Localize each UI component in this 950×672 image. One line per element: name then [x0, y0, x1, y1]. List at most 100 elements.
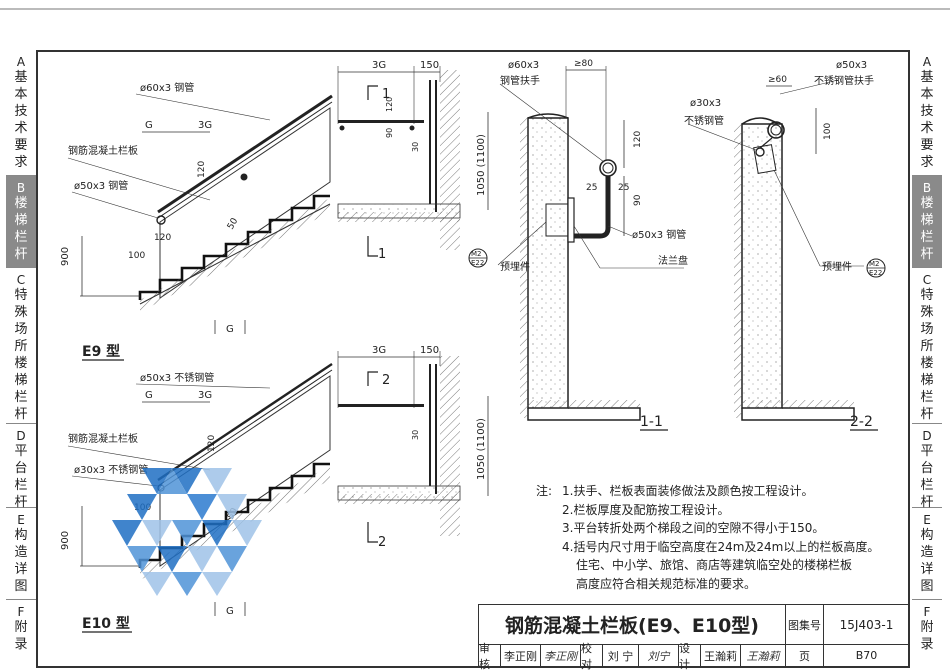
watermark-logo: [112, 468, 262, 596]
plan2-dim-150: 150: [420, 345, 439, 356]
designer-name: 王瀚莉: [701, 645, 741, 667]
tab-letter: E: [17, 513, 25, 527]
drawing-frame: [36, 50, 910, 668]
tab-letter: A: [922, 55, 932, 69]
tab-letter: B: [922, 181, 932, 195]
e10-pipe-top: ø50x3 不锈钢管: [140, 371, 214, 384]
plan1-dim-3g: 3G: [372, 60, 386, 71]
section1-dim-90: 90: [633, 194, 643, 206]
tab-label: 平台栏杆: [14, 444, 28, 510]
tab-letter: F: [17, 605, 25, 619]
e9-dim-120b: 120: [154, 233, 171, 243]
e9-dim-120: 120: [197, 161, 207, 178]
tab-label: 特殊场所楼梯栏杆: [920, 288, 934, 422]
section1-dim-25b: 25: [618, 183, 629, 193]
reviewer-signature: 李正刚: [541, 645, 581, 667]
section2-ref-top: M2: [869, 260, 880, 268]
e10-type-label: E10 型: [82, 615, 130, 632]
note-item: 2.栏板厚度及配筋按工程设计。: [562, 502, 730, 517]
section2-pipe-small-desc: 不锈钢管: [684, 114, 724, 127]
section1-pipe-top-desc: 钢管扶手: [500, 74, 540, 87]
e9-type-label: E9 型: [82, 343, 120, 360]
section2-embed: 预埋件: [822, 261, 852, 273]
e9-pipe-top: ø60x3 钢管: [140, 81, 194, 94]
e9-dim-900: 900: [60, 247, 71, 266]
section1-pipe-low: ø50x3 钢管: [632, 228, 686, 241]
tab-label: 附录: [920, 620, 934, 652]
section2-pipe-small: ø30x3: [690, 98, 721, 109]
section1-ref-bottom: E22: [471, 259, 484, 267]
section1-label: 1-1: [640, 414, 663, 430]
e9-dim-100: 100: [128, 251, 145, 261]
page-number: B70: [824, 645, 910, 667]
e9-pipe-inner: ø50x3 钢管: [74, 179, 128, 192]
note-item: 3.平台转折处两个梯段之间的空隙不得小于150。: [562, 521, 825, 535]
drawing-title: 钢筋混凝土栏板(E9、E10型): [479, 605, 786, 645]
e10-pipe-inner: ø30x3 不锈钢管: [74, 463, 148, 476]
section1-dim-120: 120: [633, 131, 643, 148]
e10-dim-3g: 3G: [198, 390, 212, 401]
designer-signature: 王瀚莉: [741, 645, 786, 667]
note-item: 住宅、中小学、旅馆、商店等建筑临空处的楼梯栏板: [576, 558, 853, 572]
tab-label: 构造详图: [14, 528, 28, 594]
e9-elevation: 900 G 3G 120 50 120 100 G ø60x3 钢管 钢筋混凝土…: [60, 81, 333, 361]
tab-letter: F: [923, 605, 931, 619]
note-item: 高度应符合相关规范标准的要求。: [576, 576, 757, 591]
e10-dim-900: 900: [60, 531, 71, 550]
atlas-number: 15J403-1: [824, 605, 910, 645]
tab-letter: C: [16, 273, 26, 287]
e9-dim-g-bottom: G: [226, 324, 234, 335]
checker-signature: 刘宁: [639, 645, 679, 667]
tab-label: 构造详图: [920, 528, 934, 594]
section1-dim-80: ≥80: [574, 59, 593, 69]
plan2-dim-3g: 3G: [372, 345, 386, 356]
section2-pipe-top-desc: 不锈钢管扶手: [814, 74, 874, 87]
atlas-label: 图集号: [786, 605, 824, 645]
plan-2: 3G 150 2 30 1050 (1100) 2: [337, 345, 489, 550]
tab-letter: B: [16, 181, 26, 195]
notes: 注:1.扶手、栏板表面装修做法及颜色按工程设计。 2.栏板厚度及配筋按工程设计。…: [536, 482, 906, 593]
section-1-1: ≥80 ø60x3 钢管扶手 120 90 25 25 ø50x3 钢管 预埋件…: [468, 59, 688, 431]
tab-label: 楼梯栏杆: [920, 196, 934, 262]
tab-letter: D: [922, 429, 932, 443]
e9-dim-3g: 3G: [198, 120, 212, 131]
section2-dim-100: 100: [823, 123, 833, 140]
reviewer-name: 李正刚: [501, 645, 541, 667]
section1-embed: 预埋件: [500, 261, 530, 273]
plan1-dim-90: 90: [385, 128, 394, 138]
note-item: 1.扶手、栏板表面装修做法及颜色按工程设计。: [562, 484, 814, 498]
plan2-cut-top: 2: [382, 373, 390, 388]
plan2-dim-30: 30: [411, 430, 420, 440]
section1-ref-top: M2: [471, 250, 482, 258]
plan1-cut-top: 1: [382, 87, 390, 102]
section1-dim-25a: 25: [586, 183, 597, 193]
page-label: 页: [786, 645, 824, 667]
tab-label: 楼梯栏杆: [14, 196, 28, 262]
e10-dim-g: G: [145, 390, 153, 401]
tab-label: 基本技术要求: [920, 70, 934, 170]
section2-label: 2-2: [850, 414, 873, 430]
section-2-2: ≥60 ø50x3 不锈钢管扶手 ø30x3 不锈钢管 100 预埋件 M2 E…: [684, 60, 886, 431]
tab-label: 基本技术要求: [14, 70, 28, 170]
plan1-dim-150: 150: [420, 60, 439, 71]
top-rule: [0, 8, 950, 10]
plan1-cut-bottom: 1: [378, 247, 386, 262]
tab-letter: A: [16, 55, 26, 69]
e9-panel-label: 钢筋混凝土栏板: [68, 144, 138, 157]
design-label: 设计: [679, 642, 701, 671]
section2-dim-60: ≥60: [768, 75, 787, 85]
